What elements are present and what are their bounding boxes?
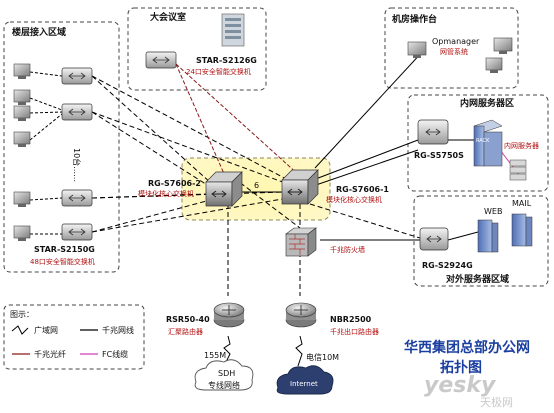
legend-gigabit-cable-label: 千兆网线 bbox=[102, 325, 134, 335]
watermark-logo: yesky bbox=[424, 373, 497, 398]
workstation-icon bbox=[407, 41, 427, 58]
floor-switch-icon bbox=[61, 189, 93, 207]
pc-icon bbox=[13, 225, 31, 241]
pc-icon bbox=[13, 63, 31, 79]
conference-switch-icon bbox=[145, 51, 177, 69]
s2924-name: RG-S2924G bbox=[422, 261, 473, 270]
rack-server-icon: RACK bbox=[473, 119, 503, 167]
web-server-icon bbox=[477, 219, 499, 253]
internet-cloud-icon bbox=[276, 365, 334, 395]
legend-fc-cable: FC线缆 bbox=[80, 349, 128, 359]
opmanager-desc: 网管系统 bbox=[440, 47, 468, 56]
floor-switches bbox=[61, 67, 93, 241]
s2924-switch-icon bbox=[419, 227, 449, 251]
workstation-icon bbox=[493, 37, 513, 54]
legend-title: 图示： bbox=[10, 310, 34, 319]
links bbox=[29, 49, 521, 367]
legend-fc-cable-label: FC线缆 bbox=[102, 349, 128, 359]
machine-room-region bbox=[384, 7, 519, 89]
mail-label: MAIL bbox=[512, 199, 532, 208]
rsr-name: RSR50-40 bbox=[166, 315, 210, 324]
core2-name: RG-S7606-2 bbox=[148, 179, 201, 188]
legend-gigabit-fiber-label: 千兆光纤 bbox=[34, 349, 66, 359]
rsr-desc: 汇聚路由器 bbox=[168, 327, 203, 336]
core-switch-2-icon bbox=[205, 171, 243, 207]
floor-access-region bbox=[3, 21, 120, 273]
pc-icon bbox=[13, 89, 31, 105]
floors-count-label: 10台…… bbox=[72, 148, 82, 182]
nbr-router-icon bbox=[285, 302, 317, 328]
intranet-server-region bbox=[407, 94, 549, 192]
floor-switch-icon bbox=[61, 67, 93, 85]
nbr-name: NBR2500 bbox=[330, 315, 372, 324]
intranet-server-region-label: 内网服务器区 bbox=[460, 97, 514, 109]
conference-room-region bbox=[127, 7, 267, 91]
telecom-speed-label: 电信10M bbox=[306, 352, 339, 362]
firewall-desc: 千兆防火墙 bbox=[330, 245, 365, 254]
internet-label: Internet bbox=[290, 380, 318, 388]
floor-pcs bbox=[13, 63, 31, 241]
pc-icon bbox=[13, 191, 31, 207]
external-server-region bbox=[413, 195, 549, 287]
conference-room-label: 大会议室 bbox=[150, 11, 186, 23]
rack-label: RACK bbox=[476, 138, 490, 144]
pc-icon bbox=[13, 105, 31, 121]
s5750-name: RG-S5750S bbox=[414, 151, 464, 160]
conference-switch-desc: 24口安全智能交换机 bbox=[186, 67, 251, 76]
sdh-desc: 专线网络 bbox=[208, 380, 240, 390]
external-server-region-label: 对外服务器区域 bbox=[446, 273, 509, 285]
s5750-switch-icon bbox=[417, 119, 449, 145]
floor-switch-desc: 48口安全智能交换机 bbox=[30, 257, 95, 266]
floor-switch-icon bbox=[61, 103, 93, 121]
core1-name: RG-S7606-1 bbox=[336, 185, 389, 194]
legend-box bbox=[3, 304, 145, 370]
watermark-sub: 天极网 bbox=[480, 395, 513, 409]
opmanager-name: Opmanager bbox=[432, 37, 480, 46]
mail-server-icon bbox=[511, 213, 533, 247]
sdh-speed-label: 155M bbox=[204, 351, 226, 360]
core-switch-1-icon bbox=[281, 169, 319, 205]
sdh-cloud-icon bbox=[194, 359, 254, 391]
web-label: WEB bbox=[484, 207, 502, 216]
legend-wan-label: 广域网 bbox=[34, 325, 58, 335]
intranet-server-desc: 内网服务器 bbox=[504, 141, 539, 150]
floor-switch-icon bbox=[61, 223, 93, 241]
nbr-desc: 千兆出口路由器 bbox=[330, 327, 379, 336]
rsr-router-icon bbox=[213, 302, 245, 328]
building-icon bbox=[221, 13, 245, 47]
diagram-title: 华西集团总部办公网 bbox=[404, 339, 530, 356]
legend-gigabit-cable: 千兆网线 bbox=[80, 325, 134, 335]
legend-gigabit-fiber: 千兆光纤 bbox=[12, 349, 66, 359]
pc-icon bbox=[13, 131, 31, 147]
workstation-icon bbox=[485, 57, 503, 73]
machine-room-label: 机房操作台 bbox=[392, 13, 437, 25]
floor-switch-name: STAR-S2150G bbox=[34, 245, 95, 254]
trunk-count-label: 6 bbox=[254, 181, 259, 190]
legend-wan: 广域网 bbox=[11, 325, 58, 335]
storage-icon bbox=[509, 159, 527, 181]
legend-wan-swatch bbox=[11, 325, 29, 335]
core1-desc: 模块化核心交换机 bbox=[326, 195, 382, 204]
core2-desc: 模块化核心交换机 bbox=[138, 189, 194, 198]
sdh-label: SDH bbox=[218, 369, 235, 378]
floor-access-region-label: 楼层接入区域 bbox=[12, 26, 66, 38]
firewall-icon bbox=[285, 227, 317, 257]
conference-switch-name: STAR-S2126G bbox=[196, 56, 257, 65]
diagram-subtitle: 拓扑图 bbox=[440, 359, 482, 376]
